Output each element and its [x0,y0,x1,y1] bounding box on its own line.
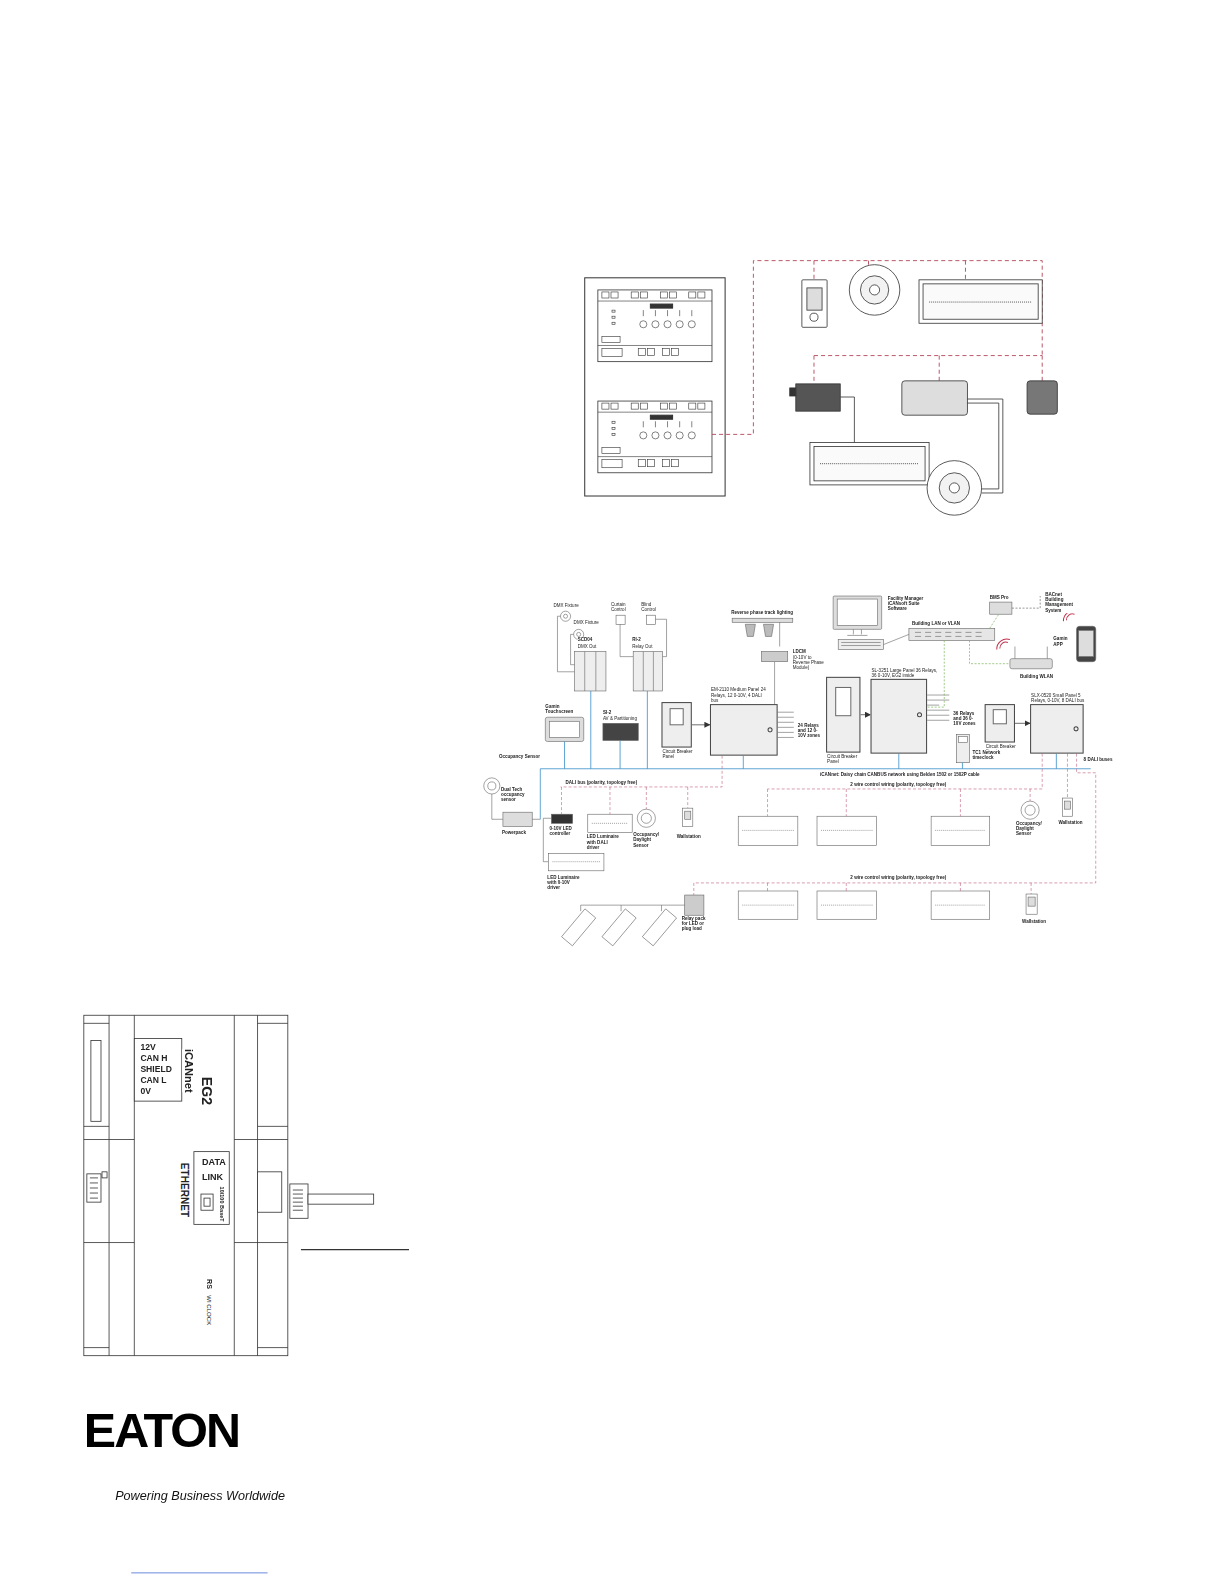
diagram-label: DMX Fixture [553,603,578,608]
bms-link [1012,596,1040,608]
diagram-label: Facility Manager iCANsoft Suite Software [888,596,930,612]
lighting-panel: SLX-0520 Small Panel 5 Relays, 0-10V, 8 … [1030,704,1084,753]
diagram-label: Blind Control [641,602,661,612]
dali-and-2wire [560,754,1095,895]
diagram-label: Occupancy/ Daylight Sensor [1016,821,1048,837]
panel-enclosure-illustration [585,278,725,496]
breaker-panel: Circuit Breaker Panel [661,702,691,747]
diagram-label: LINK [202,1172,223,1182]
tagline: Powering Business Worldwide [115,1489,285,1504]
diagram-label: 2 wire control wiring (polarity, topolog… [850,875,946,880]
diagram-label: DMX Fixture [574,620,599,625]
panel-knob [768,727,773,732]
diagram-label: RS [205,1279,213,1289]
diagram-label: 2 wire control wiring (polarity, topolog… [850,782,946,787]
diagram-label: (0-10V to Reverse Phase Module) [793,655,829,671]
lan-links [927,614,1010,707]
diagram-label: Reverse phase track lighting [731,610,793,615]
diagram-label: Wallstation [677,834,701,839]
feed-arrow [1015,723,1030,724]
diagram-label: iCANnet: Daisy chain CANBUS network usin… [820,772,980,777]
breaker-door [835,687,851,716]
panel-knob [917,713,922,718]
brand-logo: EATON [84,1406,239,1454]
diagram-label: LDCM [793,649,806,654]
diagram-label: EG2 [199,1077,215,1105]
diagram-label: Wallstation [1058,820,1082,825]
breaker-door [670,708,684,725]
panel-knob [1074,726,1079,731]
link-underline [131,1572,267,1573]
diagram-label: AV & Partitioning [603,716,637,721]
wifi-symbol [997,611,1077,650]
diagram-label: 24 Relays and 12 0-10V zones [798,723,820,739]
lighting-panel: SL-3251 Large Panel 36 Relays, 36 0-10V,… [871,679,928,754]
diagram-label: 0V [140,1087,151,1097]
eg2-module-illustration [84,1015,409,1355]
panel-label: SL-3251 Large Panel 36 Relays, 36 0-10V,… [872,667,943,677]
diagram-label: Dual Tech occupancy sensor [501,787,525,803]
diagram-label: BMS Pro [990,595,1009,600]
panel-label: SLX-0520 Small Panel 5 Relays, 0-10V, 8 … [1031,693,1092,703]
diagram-label: LED Luminaire with DALI driver [587,834,619,850]
diagram-label: CAN L [140,1076,166,1086]
diagram-label: WI CLOCK [206,1295,213,1325]
control-wiring [712,261,1042,435]
diagram-label: CAN H [140,1054,167,1064]
diagram-label: DATA [202,1157,226,1167]
diagram-label: DMX Out [578,643,597,648]
breaker-panel: Circuit Breaker Panel [985,704,1015,742]
diagram-label: Relay pack for LED or plug load [682,916,712,932]
icannet-bus [540,691,1090,819]
diagram-label: BACnet Building Management System [1045,592,1077,613]
diagram-label: 0-10V LED controller [549,826,573,836]
diagram-label: DALI bus (polarity, topology free) [566,780,638,785]
diagram-label: Gamin APP [1053,636,1073,646]
breaker-panel: Circuit Breaker Panel [826,677,860,753]
device-illustrations [790,265,1058,516]
panel-label: Circuit Breaker Panel [827,754,863,764]
diagram-label: 36 Relays and 36 0-10V zones [953,711,975,727]
diagram-label: Curtain Control [611,602,631,612]
diagram-label: Building WLAN [1020,674,1053,679]
diagram-label: 12V [140,1043,155,1053]
diagram-label: Wallstation [1022,919,1046,924]
feed-arrow [692,724,710,725]
diagram-label: Occupancy Sensor [499,754,540,759]
diagram-label: 10/100 BaseT [219,1187,225,1222]
feed-arrow [860,714,870,715]
panel-label: Circuit Breaker Panel [662,749,698,759]
diagram-label: iCANnet [182,1049,195,1093]
diagram-label: TC1 Network timeclock [973,750,1007,760]
diagram-label: RI-2 [632,637,641,642]
diagram-label: Powerpack [502,830,526,835]
diagram-label: SI-2 [603,710,611,715]
diagram-label: 8 DALI buses [1084,757,1113,762]
diagram-label: SCD04 [578,637,593,642]
panel-label: EM-2110 Medium Panel 24 Relays, 12 0-10V… [711,687,770,703]
breaker-door [993,709,1007,724]
lighting-panel: EM-2110 Medium Panel 24 Relays, 12 0-10V… [710,704,778,756]
diagram-label: Gamin Touchscreen [545,704,579,714]
diagram-label: Building LAN or VLAN [912,621,960,626]
diagram-label: Relay Out [632,643,652,648]
network-illustration [484,596,1096,946]
diagram-label: Occupancy/ Daylight Sensor [633,832,665,848]
diagram-label: LED Luminaire with 0-10V driver [547,875,581,891]
diagram-label: ETHERNET [178,1163,190,1217]
diagram-label: SHIELD [140,1065,171,1075]
